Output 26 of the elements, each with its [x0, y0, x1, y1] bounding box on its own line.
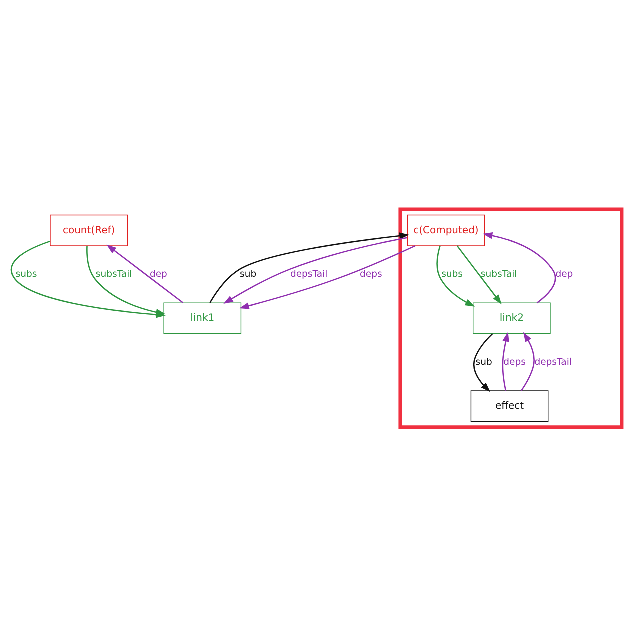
- node-box: link1: [164, 302, 242, 334]
- node-box: effect: [470, 390, 549, 422]
- edge-label: deps: [360, 268, 382, 280]
- edge-label: subsTail: [480, 268, 518, 280]
- edge-label: deps: [504, 356, 526, 368]
- arrow: [240, 244, 416, 309]
- edge-label: sub: [476, 356, 492, 368]
- node-box: link2: [473, 302, 551, 334]
- arrow: [502, 332, 510, 391]
- arrow: [436, 245, 476, 306]
- edge-label: sub: [240, 268, 257, 280]
- edge-label: depsTail: [534, 356, 572, 368]
- node-box: c(Computed): [407, 214, 486, 246]
- arrow: [520, 332, 535, 391]
- edge-label: dep: [556, 268, 574, 280]
- arrow: [456, 245, 502, 304]
- arrow: [473, 332, 494, 392]
- edge-label: subs: [442, 268, 463, 280]
- arrow: [86, 246, 166, 316]
- node-box: count(Ref): [50, 214, 128, 246]
- arrow: [482, 232, 556, 304]
- edge-label: subsTail: [96, 268, 132, 280]
- edge-label: depsTail: [290, 268, 328, 280]
- edge-label: subs: [16, 268, 38, 280]
- edge-label: dep: [150, 268, 168, 280]
- arrow: [106, 244, 184, 304]
